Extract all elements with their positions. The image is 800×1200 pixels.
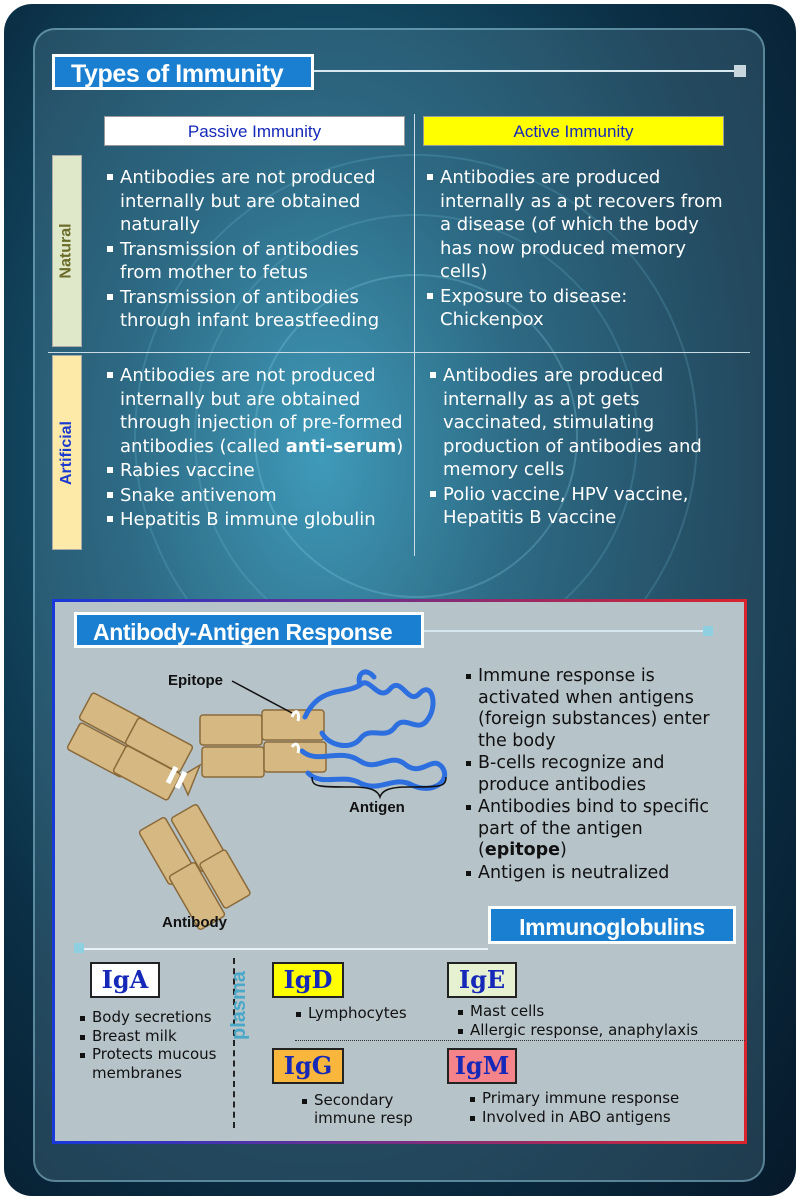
ige-box: IgE: [447, 962, 517, 998]
response-rule-end: [703, 626, 713, 636]
ig-rule-end: [74, 943, 84, 953]
igd-box: IgD: [272, 962, 344, 998]
plasma-label: plasma: [228, 971, 250, 1040]
list-item: Antibodies bind to specific part of the …: [466, 797, 736, 862]
row-divider: [48, 352, 750, 353]
list-item: Antigen is neutralized: [466, 863, 736, 885]
list-item: Lymphocytes: [296, 1004, 446, 1023]
list-item: Primary immune response: [470, 1089, 730, 1108]
igg-box: IgG: [272, 1048, 344, 1084]
igm-box: IgM: [447, 1048, 517, 1084]
response-rule: [424, 630, 704, 632]
iga-list: Body secretions Breast milk Protects muc…: [80, 1008, 230, 1082]
natural-active-list: Antibodies are produced internally as a …: [426, 166, 726, 333]
text-bold: epitope: [484, 840, 561, 860]
list-item: Breast milk: [80, 1027, 230, 1046]
text-part: ): [560, 840, 567, 860]
antigen-bracket: [311, 776, 447, 800]
text-part: Antibodies bind to specific part of the …: [478, 797, 710, 860]
passive-header: Passive Immunity: [104, 116, 405, 146]
antibody-diagram: [66, 669, 447, 930]
artificial-tab: Artificial: [52, 355, 82, 550]
list-item: Secondary immune resp: [302, 1091, 442, 1127]
decorative-ring: [254, 274, 578, 598]
artificial-label: Artificial: [58, 420, 76, 485]
list-item: Polio vaccine, HPV vaccine, Hepatitis B …: [429, 483, 729, 530]
epitope-pointer: [231, 680, 293, 714]
hinge-icon: [165, 765, 188, 790]
antibody-icon: [66, 692, 327, 930]
immunoglobulins-title: Immunoglobulins: [488, 906, 736, 944]
iga-box: IgA: [90, 962, 160, 998]
list-item: Antibodies are produced internally as a …: [429, 364, 729, 482]
antigen-label: Antigen: [349, 799, 405, 816]
plasma-divider: [233, 958, 235, 1128]
artificial-active-list: Antibodies are produced internally as a …: [429, 364, 729, 531]
title-rule-end: [734, 65, 746, 77]
list-item: Protects mucous membranes: [80, 1045, 230, 1082]
ige-list: Mast cells Allergic response, anaphylaxi…: [458, 1002, 738, 1039]
ig-rule: [84, 948, 488, 950]
epitope-marker: [290, 710, 300, 722]
active-header: Active Immunity: [423, 116, 724, 146]
list-item: Hepatitis B immune globulin: [106, 508, 406, 532]
list-item: Allergic response, anaphylaxis: [458, 1021, 738, 1040]
list-item: Snake antivenom: [106, 484, 406, 508]
column-divider: [414, 114, 415, 556]
natural-tab: Natural: [52, 155, 82, 347]
text-bold: anti-serum: [285, 435, 397, 457]
title-rule: [314, 70, 734, 72]
list-item: Rabies vaccine: [106, 459, 406, 483]
igg-list: Secondary immune resp: [302, 1091, 442, 1127]
list-item: B-cells recognize and produce antibodies: [466, 753, 736, 796]
list-item: Antibodies are produced internally as a …: [426, 166, 726, 284]
antigen-icon: [299, 669, 447, 791]
list-item: Antibodies are not produced internally b…: [106, 166, 406, 237]
list-item: Exposure to disease: Chickenpox: [426, 285, 726, 332]
row-dotted-divider: [295, 1040, 745, 1041]
antibody-label: Antibody: [162, 914, 227, 931]
response-list: Immune response is activated when antige…: [466, 666, 736, 884]
igd-list: Lymphocytes: [296, 1004, 446, 1023]
epitope-marker: [290, 742, 300, 754]
response-title: Antibody-Antigen Response: [74, 612, 424, 648]
types-title: Types of Immunity: [52, 54, 314, 90]
text-part: Antibodies are not produced internally b…: [120, 365, 403, 457]
epitope-label: Epitope: [168, 672, 223, 689]
list-item: Mast cells: [458, 1002, 738, 1021]
list-item: Transmission of antibodies through infan…: [106, 286, 406, 333]
igm-list: Primary immune response Involved in ABO …: [470, 1089, 730, 1126]
list-item: Immune response is activated when antige…: [466, 666, 736, 752]
list-item: Antibodies are not produced internally b…: [106, 364, 406, 458]
list-item: Transmission of antibodies from mother t…: [106, 238, 406, 285]
natural-label: Natural: [58, 223, 75, 279]
natural-passive-list: Antibodies are not produced internally b…: [106, 166, 406, 334]
list-item: Body secretions: [80, 1008, 230, 1027]
artificial-passive-list: Antibodies are not produced internally b…: [106, 364, 406, 533]
list-item: Involved in ABO antigens: [470, 1108, 730, 1127]
text-part: ): [396, 435, 404, 457]
